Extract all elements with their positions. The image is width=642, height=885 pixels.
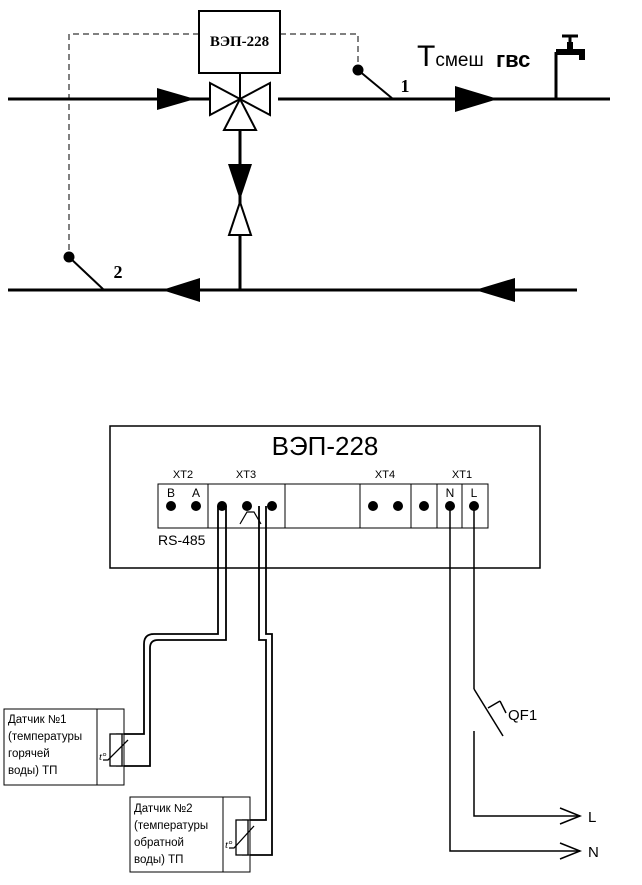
wiring-diagram: ВЭП-228 XT2 XT3 XT4 XT1 B A N L xyxy=(3,425,599,873)
line-l-label: L xyxy=(588,809,596,826)
sensor2-line: воды) ТП xyxy=(134,854,183,866)
mix-temperature-label: Тсмеш xyxy=(417,40,484,73)
sensor2-t-symbol: t° xyxy=(225,839,233,851)
flow-arrow-supply-in xyxy=(157,88,195,110)
terminal-pin xyxy=(393,501,403,511)
line-n-label: N xyxy=(588,844,599,861)
mix-temp-subscript: смеш xyxy=(435,50,483,71)
n-arrow-icon xyxy=(559,842,583,860)
terminal-pin xyxy=(242,501,252,511)
sensor1-signal-line xyxy=(280,33,359,69)
sensor1-cable xyxy=(124,506,227,767)
terminal-block-label: XT3 xyxy=(236,469,256,481)
sensor1-line: Датчик №1 xyxy=(8,714,67,726)
sensor1-line: (температуры xyxy=(8,731,82,743)
pin-label: B xyxy=(167,486,175,500)
sensor1-text: Датчик №1 (температуры горячей воды) ТП xyxy=(8,714,85,777)
flow-arrow-bypass-down xyxy=(228,164,252,200)
thermistor-icon xyxy=(103,733,129,767)
sensor1-box: Датчик №1 (температуры горячей воды) ТП … xyxy=(3,708,129,786)
terminal-pins xyxy=(166,501,479,511)
terminal-block-label: XT4 xyxy=(375,469,395,481)
device-title: ВЭП-228 xyxy=(272,431,379,461)
terminal-block-label: XT2 xyxy=(173,469,193,481)
terminal-pin xyxy=(267,501,277,511)
terminal-pin xyxy=(368,501,378,511)
sensor1-t-symbol: t° xyxy=(99,751,107,763)
three-way-valve-icon xyxy=(209,73,271,131)
rs485-label: RS-485 xyxy=(158,532,206,548)
terminal-pin xyxy=(419,501,429,511)
pin-label: A xyxy=(192,486,200,500)
terminal-pin xyxy=(217,501,227,511)
sensor2-line: (температуры xyxy=(134,820,208,832)
sensor2-number: 2 xyxy=(114,262,123,282)
sensor2-box: Датчик №2 (температуры обратной воды) ТП… xyxy=(129,796,255,873)
mix-temp-symbol: Т xyxy=(417,40,435,73)
sensor2-line: обратной xyxy=(134,837,184,849)
terminal-block-label: XT1 xyxy=(452,469,472,481)
terminal-strip xyxy=(157,483,489,529)
pin-label: L xyxy=(471,486,478,500)
hydraulic-scheme: ВЭП-228 1 2 Тсмеш гвс xyxy=(8,10,610,302)
water-tap-icon xyxy=(554,34,585,99)
pin-label: N xyxy=(446,486,455,500)
sensor2-line: Датчик №2 xyxy=(134,803,193,815)
xt3-jumper xyxy=(239,511,262,525)
live-line-lower xyxy=(473,731,580,817)
temp-sensor-1-icon xyxy=(352,64,394,100)
sensor2-signal-line xyxy=(68,33,199,256)
flow-arrow-return-left xyxy=(162,278,200,302)
l-arrow-icon xyxy=(559,807,583,825)
thermistor-icon xyxy=(229,819,255,856)
terminal-pin xyxy=(191,501,201,511)
dhw-label: гвс xyxy=(496,47,530,72)
sensor1-line: горячей xyxy=(8,748,50,760)
controller-box xyxy=(198,10,281,74)
terminal-pin xyxy=(166,501,176,511)
breaker-label: QF1 xyxy=(508,707,537,724)
breaker-switch-icon xyxy=(473,688,507,737)
temp-sensor-2-icon xyxy=(63,251,105,291)
flow-arrow-return-right xyxy=(475,278,515,302)
sensor2-cable xyxy=(250,506,273,856)
valve-check-triangle-icon xyxy=(227,198,253,236)
sensor2-text: Датчик №2 (температуры обратной воды) ТП xyxy=(134,803,211,866)
flow-arrow-supply-out xyxy=(455,86,498,112)
sensor1-number: 1 xyxy=(401,76,410,96)
controller-label: ВЭП-228 xyxy=(210,34,269,50)
neutral-line xyxy=(449,506,580,852)
sensor1-line: воды) ТП xyxy=(8,765,57,777)
